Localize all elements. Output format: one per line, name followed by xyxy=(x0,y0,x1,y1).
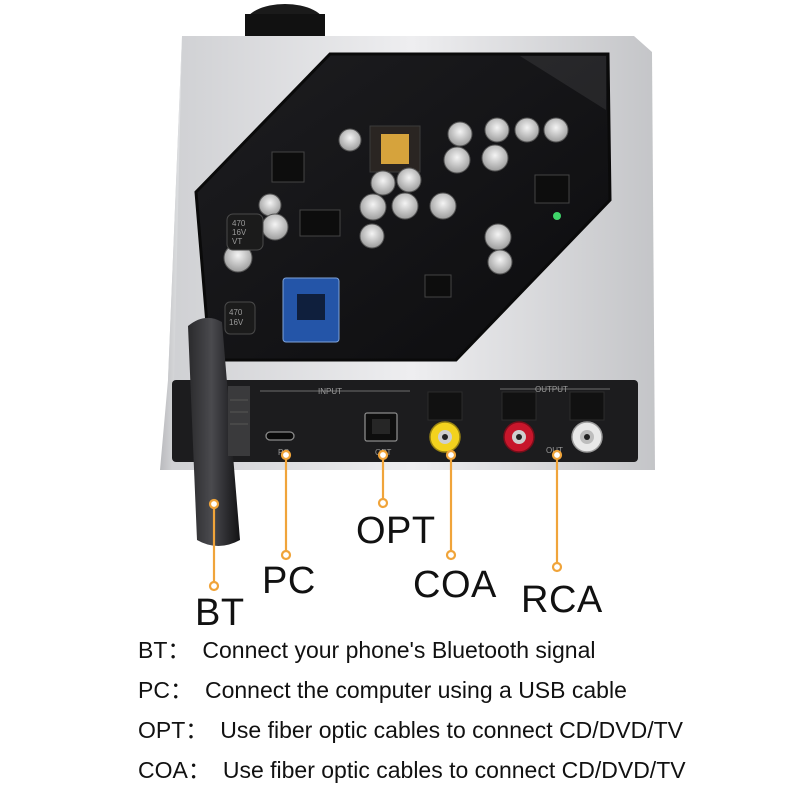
bt-callout-end xyxy=(208,580,220,592)
coa-callout-label: COA xyxy=(413,564,497,606)
capacitor xyxy=(484,223,512,251)
bluetooth-antenna xyxy=(188,317,240,546)
rca-callout-dot xyxy=(551,449,563,461)
coax-jack-body xyxy=(427,391,463,421)
description-pc: PC： Connect the computer using a USB cabl… xyxy=(138,679,627,702)
capacitor xyxy=(396,167,422,193)
usb-c-port[interactable] xyxy=(265,431,295,441)
rca-callout-label: RCA xyxy=(521,579,603,621)
large-capacitor-2: 470 16V xyxy=(224,301,256,335)
bluetooth-chip xyxy=(297,294,325,320)
capacitor xyxy=(338,128,362,152)
rca-callout-end xyxy=(551,561,563,573)
large-capacitor-1: 470 16V VT xyxy=(226,213,264,251)
rca-red-jack-pin xyxy=(516,434,522,440)
bt-callout-label: BT xyxy=(195,592,245,634)
ic-chip xyxy=(299,209,341,237)
opt-callout-label: OPT xyxy=(356,510,436,552)
capacitor xyxy=(481,144,509,172)
output-label: OUTPUT xyxy=(535,385,568,394)
volume-knob-body xyxy=(245,14,325,36)
description-opt: OPT： Use fiber optic cables to connect CD… xyxy=(138,719,683,742)
ic-chip xyxy=(424,274,452,298)
glass-reflection xyxy=(520,56,606,110)
description-text: Connect your phone's Bluetooth signal xyxy=(202,637,596,663)
opt-callout-dot xyxy=(377,449,389,461)
capacitor xyxy=(543,117,569,143)
housing-left-side xyxy=(160,36,182,470)
capacitor xyxy=(370,170,396,196)
description-text: Connect the computer using a USB cable xyxy=(204,677,627,703)
capacitor xyxy=(359,193,387,221)
antenna-base xyxy=(228,386,250,456)
rca-right-body xyxy=(569,391,605,421)
ic-chip xyxy=(534,174,570,204)
rca-left-body xyxy=(501,391,537,421)
transformer-core xyxy=(381,134,409,164)
out-label: OUT xyxy=(546,446,563,455)
capacitor xyxy=(429,192,457,220)
capacitor xyxy=(487,249,513,275)
coa-callout-dot xyxy=(445,449,457,461)
description-key: BT： xyxy=(138,637,191,663)
pcb-components xyxy=(271,125,570,343)
input-label: INPUT xyxy=(318,387,342,396)
ic-chip xyxy=(271,151,305,183)
capacitor xyxy=(514,117,540,143)
rca-white-jack-pin xyxy=(584,434,590,440)
capacitors xyxy=(223,117,569,275)
pc-callout-dot xyxy=(280,449,292,461)
description-coa: COA： Use fiber optic cables to connect CD… xyxy=(138,759,686,782)
capacitor xyxy=(258,193,282,217)
capacitor xyxy=(261,213,289,241)
green-led xyxy=(553,212,561,220)
pc-callout-label: PC xyxy=(262,560,316,602)
capacitor xyxy=(447,121,473,147)
cap2-line1: 470 xyxy=(229,308,243,317)
cap1-line1: 470 xyxy=(232,219,246,228)
capacitor xyxy=(443,146,471,174)
description-text: Use fiber optic cables to connect CD/DVD… xyxy=(220,717,684,743)
coa-callout-end xyxy=(445,549,457,561)
description-key: OPT： xyxy=(138,717,209,743)
capacitor xyxy=(484,117,510,143)
description-text: Use fiber optic cables to connect CD/DVD… xyxy=(222,757,686,783)
coax-jack-pin xyxy=(442,434,448,440)
optical-port-shutter xyxy=(372,419,390,434)
cap1-line3: VT xyxy=(232,237,242,246)
capacitor xyxy=(391,192,419,220)
cap2-line2: 16V xyxy=(229,318,244,327)
callout-lines xyxy=(208,449,563,592)
description-key: COA： xyxy=(138,757,211,783)
description-bt: BT： Connect your phone's Bluetooth signal xyxy=(138,639,596,662)
pc-callout-end xyxy=(280,549,292,561)
description-key: PC： xyxy=(138,677,193,703)
cap1-line2: 16V xyxy=(232,228,247,237)
opt-callout-end xyxy=(377,497,389,509)
bt-callout-dot xyxy=(208,498,220,510)
capacitor xyxy=(359,223,385,249)
